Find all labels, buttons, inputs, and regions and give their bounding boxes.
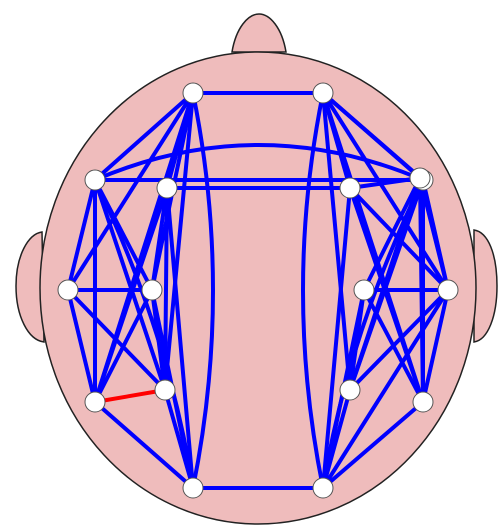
electrode-node-n18 — [313, 478, 333, 498]
electrode-node-n1 — [183, 83, 203, 103]
electrode-node-n10 — [438, 280, 458, 300]
electrode-node-n13 — [155, 380, 175, 400]
electrode-node-n3 — [85, 170, 105, 190]
right-ear — [474, 230, 497, 342]
electrode-node-n9 — [354, 280, 374, 300]
electrode-node-n17 — [183, 478, 203, 498]
nose — [232, 14, 286, 52]
electrode-node-n11 — [410, 168, 430, 188]
electrode-node-n7 — [58, 280, 78, 300]
electrode-node-n15 — [340, 380, 360, 400]
electrode-node-n8 — [142, 280, 162, 300]
electrode-node-n5 — [340, 178, 360, 198]
electrode-node-n12 — [85, 392, 105, 412]
electrode-node-n2 — [313, 83, 333, 103]
electrode-node-n16 — [413, 392, 433, 412]
electrode-node-n4 — [157, 178, 177, 198]
